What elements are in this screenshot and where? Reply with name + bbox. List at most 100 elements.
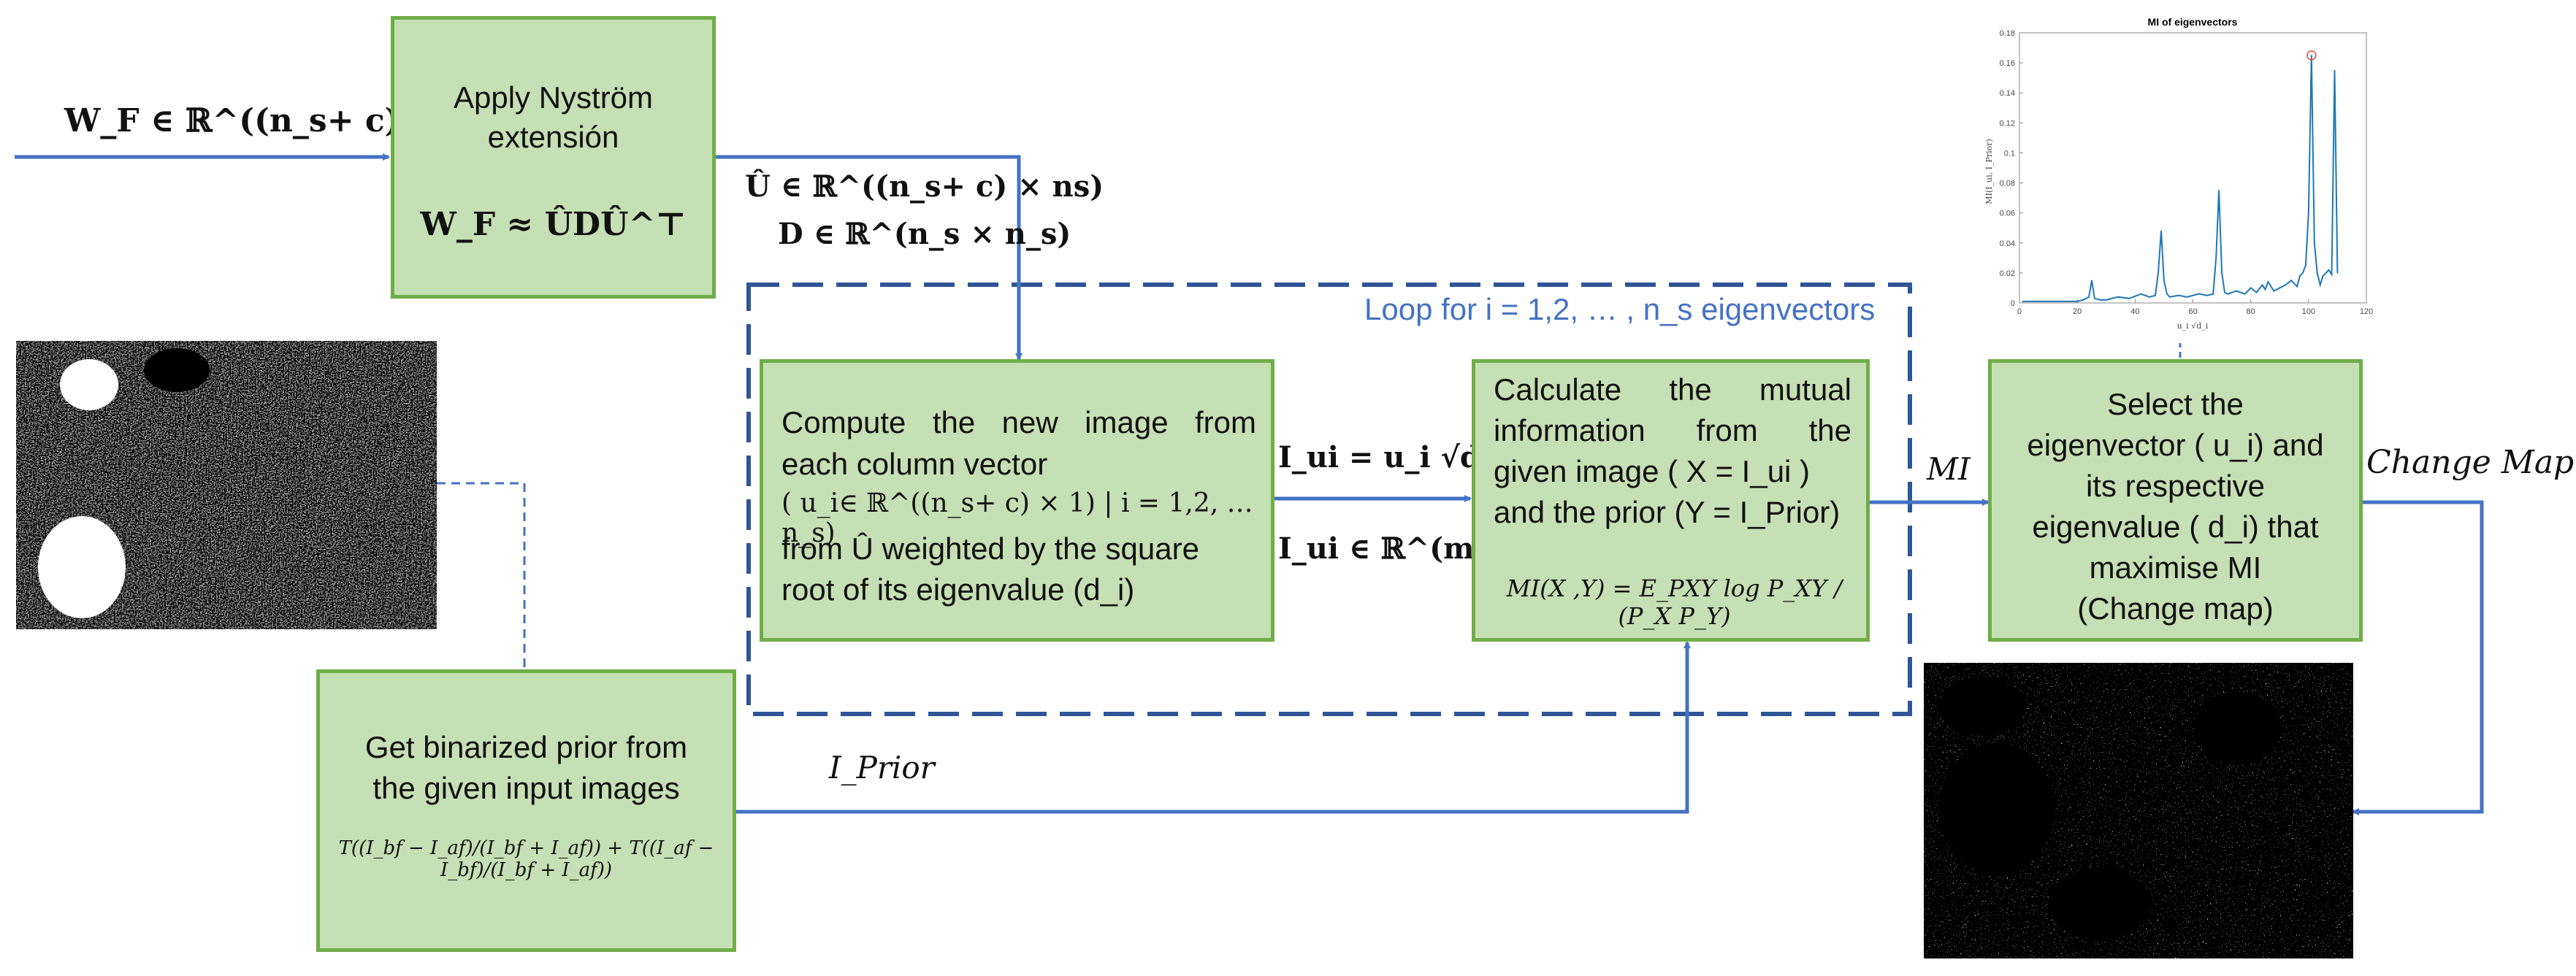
y-tick-label: 0.12 bbox=[2000, 119, 2015, 128]
chart-background bbox=[1976, 11, 2385, 343]
x-tick-label: 40 bbox=[2130, 307, 2139, 316]
data-point bbox=[2310, 55, 2312, 56]
data-point bbox=[2296, 285, 2298, 288]
data-point bbox=[2264, 288, 2266, 291]
data-point bbox=[2177, 294, 2179, 296]
d-label: D ∈ ℝ^(n_s × n_s) bbox=[778, 217, 1071, 251]
compute-line-5: root of its eigenvalue (d_i) bbox=[781, 572, 1135, 607]
data-point bbox=[2299, 275, 2301, 277]
mi-eigenvector-chart: MI of eigenvectors u_i √d_i MI(I_ui, I_P… bbox=[1976, 11, 2385, 343]
y-tick-label: 0.06 bbox=[2000, 210, 2015, 218]
dashed-link-prior-image bbox=[437, 482, 526, 669]
data-point bbox=[2088, 296, 2090, 298]
data-point bbox=[2273, 290, 2275, 292]
data-point bbox=[2105, 299, 2107, 301]
data-point bbox=[2186, 296, 2188, 298]
data-point bbox=[2022, 301, 2023, 302]
select-line-3: its respective bbox=[2085, 469, 2266, 503]
arrow-nystrom-to-compute bbox=[716, 155, 1023, 361]
select-line-4: eigenvalue ( d_i) that bbox=[2032, 510, 2319, 544]
data-point bbox=[2215, 257, 2217, 259]
y-tick-label: 0.08 bbox=[2000, 180, 2015, 188]
change-map-image bbox=[1924, 663, 2353, 958]
data-point bbox=[2224, 291, 2225, 293]
data-point bbox=[2302, 272, 2304, 274]
y-tick-label: 0.16 bbox=[2000, 59, 2015, 68]
data-point bbox=[2227, 293, 2228, 295]
data-point bbox=[2336, 272, 2339, 274]
compute-line-3: ( u_i∈ ℝ^((n_s+ c) × 1) | i = 1,2, … n_s… bbox=[781, 488, 1253, 548]
data-point bbox=[2033, 301, 2035, 302]
data-point bbox=[2169, 296, 2171, 298]
mi-arrow-label: MI bbox=[1927, 451, 1971, 487]
data-point bbox=[2331, 274, 2333, 275]
select-line-2: eigenvector ( u_i) and bbox=[2027, 428, 2324, 462]
data-point bbox=[2334, 69, 2336, 72]
y-tick-label: 0.14 bbox=[2000, 89, 2015, 98]
y-tick-label: 0.04 bbox=[2000, 239, 2015, 248]
compute-line-4: from Û weighted by the square bbox=[781, 531, 1199, 566]
x-tick-label: 100 bbox=[2302, 307, 2315, 316]
iu-formula: I_ui = u_i √d_i bbox=[1278, 440, 1507, 474]
data-point bbox=[2255, 291, 2258, 293]
data-point bbox=[2206, 294, 2209, 296]
data-point bbox=[2076, 301, 2078, 302]
data-point bbox=[2236, 290, 2237, 292]
prior-arrow-label: I_Prior bbox=[829, 750, 935, 785]
data-point bbox=[2117, 296, 2119, 298]
data-point bbox=[2062, 301, 2064, 302]
data-point bbox=[2149, 296, 2150, 298]
x-tick-label: 0 bbox=[2017, 307, 2022, 316]
prior-line-2: the given input images bbox=[372, 771, 680, 805]
data-point bbox=[2244, 293, 2246, 295]
y-tick-label: 0.02 bbox=[2000, 269, 2015, 278]
mi-line-2: information from the bbox=[1494, 413, 1851, 447]
data-point bbox=[2163, 280, 2165, 281]
data-point bbox=[2082, 299, 2084, 301]
mi-line-4: and the prior (Y = I_Prior) bbox=[1494, 495, 1841, 529]
data-point bbox=[2279, 287, 2281, 289]
data-point bbox=[2319, 284, 2321, 286]
max-value-marker bbox=[2306, 50, 2317, 61]
data-point bbox=[2290, 280, 2292, 281]
loop-boundary bbox=[746, 283, 1912, 716]
data-point bbox=[2155, 294, 2156, 296]
nystrom-title: Apply Nyström extensión bbox=[453, 80, 654, 154]
prior-line-1: Get binarized prior from bbox=[364, 730, 688, 764]
data-point bbox=[2198, 293, 2200, 295]
mi-formula: MI(X ,Y) = E_PXY log P_XY / (P_X P_Y) bbox=[1506, 575, 1843, 630]
data-point bbox=[2308, 212, 2309, 214]
data-point bbox=[2285, 284, 2286, 286]
loop-label: Loop for i = 1,2, … , n_s eigenvectors bbox=[1364, 292, 1876, 326]
data-point bbox=[2212, 293, 2214, 295]
arrow-select-to-change-map bbox=[2352, 500, 2484, 815]
chart-y-axis-label: MI(I_ui, I_Prior) bbox=[1984, 139, 1994, 204]
data-point bbox=[2322, 275, 2324, 277]
mi-line-3: given image ( X = I_ui ) bbox=[1494, 454, 1811, 488]
mi-line-1: Calculate the mutual bbox=[1494, 372, 1851, 407]
x-tick-label: 80 bbox=[2247, 307, 2255, 316]
data-point bbox=[2158, 272, 2159, 274]
compute-box: Compute the new image from each column v… bbox=[760, 359, 1274, 642]
data-point bbox=[2100, 299, 2101, 301]
chart-title: MI of eigenvectors bbox=[2148, 16, 2238, 28]
compute-line-1: Compute the new image from bbox=[781, 405, 1256, 439]
data-point bbox=[2325, 272, 2327, 274]
select-line-6: (Change map) bbox=[2077, 591, 2274, 626]
select-line-5: maximise MI bbox=[2089, 550, 2262, 585]
data-point bbox=[2316, 272, 2318, 274]
data-point bbox=[2140, 293, 2142, 295]
x-tick-label: 120 bbox=[2360, 307, 2373, 316]
nystrom-formula: W_F ≈ ÛDÛ^⊤ bbox=[420, 206, 687, 243]
data-point bbox=[2328, 269, 2330, 271]
y-tick-label: 0 bbox=[2011, 299, 2015, 308]
chart-x-axis-label: u_i √d_i bbox=[2177, 321, 2209, 331]
y-tick-label: 0.18 bbox=[2000, 29, 2015, 38]
prior-formula: T((I_bf − I_af)/(I_bf + I_af)) + T((I_af… bbox=[338, 837, 714, 881]
x-tick-label: 20 bbox=[2073, 307, 2082, 316]
x-tick-label: 60 bbox=[2188, 307, 2197, 316]
prior-box: Get binarized prior from the given input… bbox=[316, 669, 736, 952]
mutual-information-box: Calculate the mutual information from th… bbox=[1472, 359, 1870, 642]
